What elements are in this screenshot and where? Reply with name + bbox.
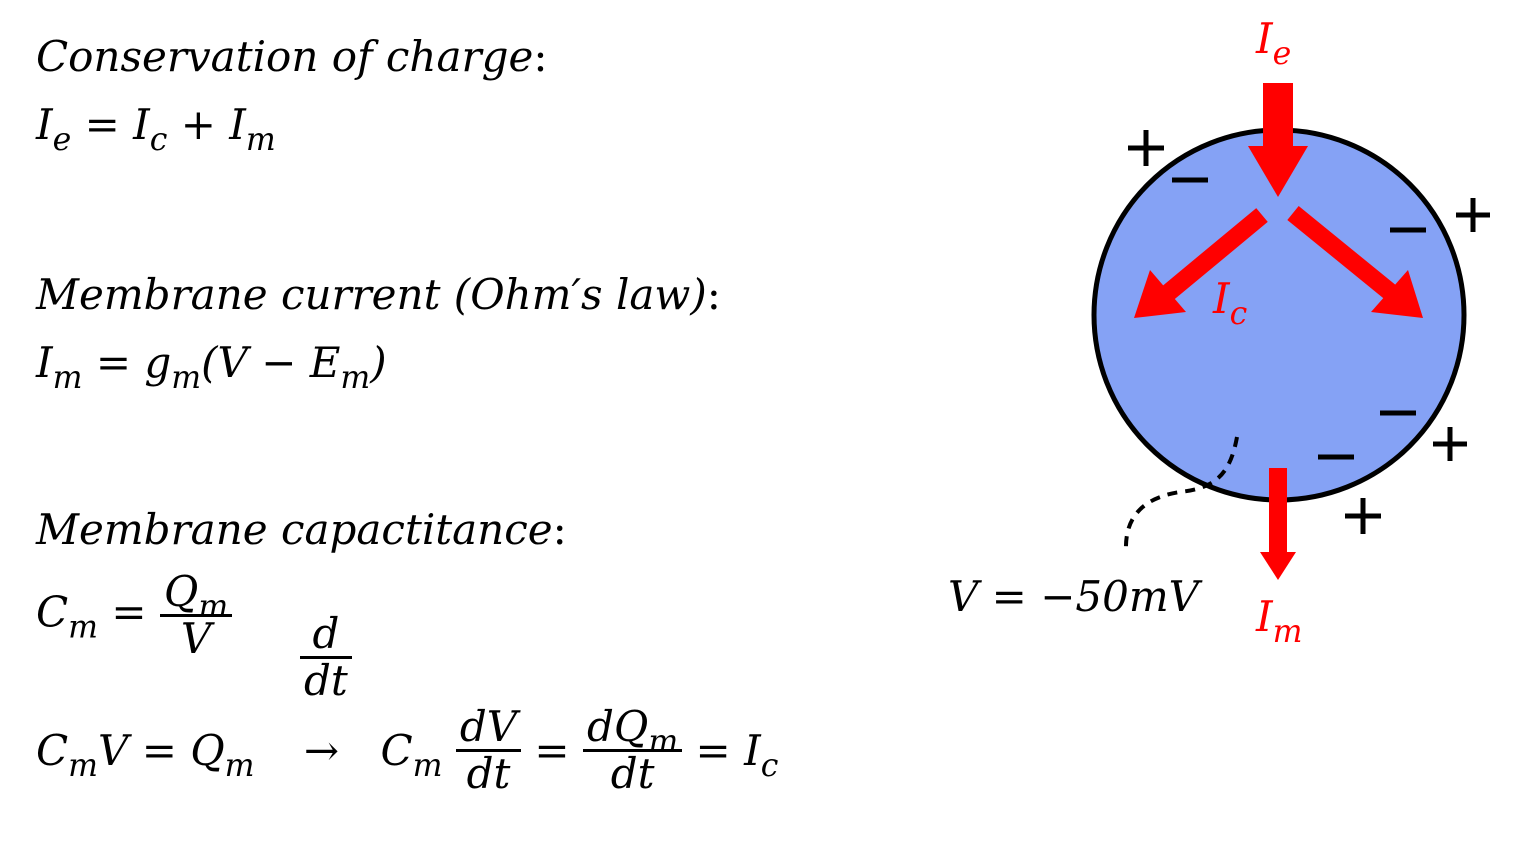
capacitance-definition: Cm = Qm V <box>36 569 233 661</box>
ie-label: Ie <box>1256 14 1292 73</box>
charge-signs <box>1128 130 1490 534</box>
membrane-capacitance-label: Membrane capactitance: <box>36 505 567 554</box>
ie-arrow <box>1248 83 1308 197</box>
im-arrow <box>1260 468 1296 580</box>
ohms-law-equation: Im = gm(V − Em) <box>36 338 387 397</box>
im-label: Im <box>1256 592 1303 651</box>
ic-arrow-left <box>1134 208 1268 318</box>
implies-arrow: → <box>303 726 340 776</box>
membrane-current-label: Membrane current (Ohm′s law): <box>36 270 721 319</box>
d-dt-operator: d dt <box>300 611 352 703</box>
ic-label: Ic <box>1213 274 1248 333</box>
q-over-v-fraction: Qm V <box>159 569 233 661</box>
conservation-equation: Ie = Ic + Im <box>36 100 276 159</box>
voltage-pointer <box>1123 436 1239 551</box>
ic-arrow-right <box>1287 206 1423 318</box>
conservation-label: Conservation of charge: <box>36 32 548 81</box>
voltage-label: V = −50mV <box>948 572 1200 621</box>
